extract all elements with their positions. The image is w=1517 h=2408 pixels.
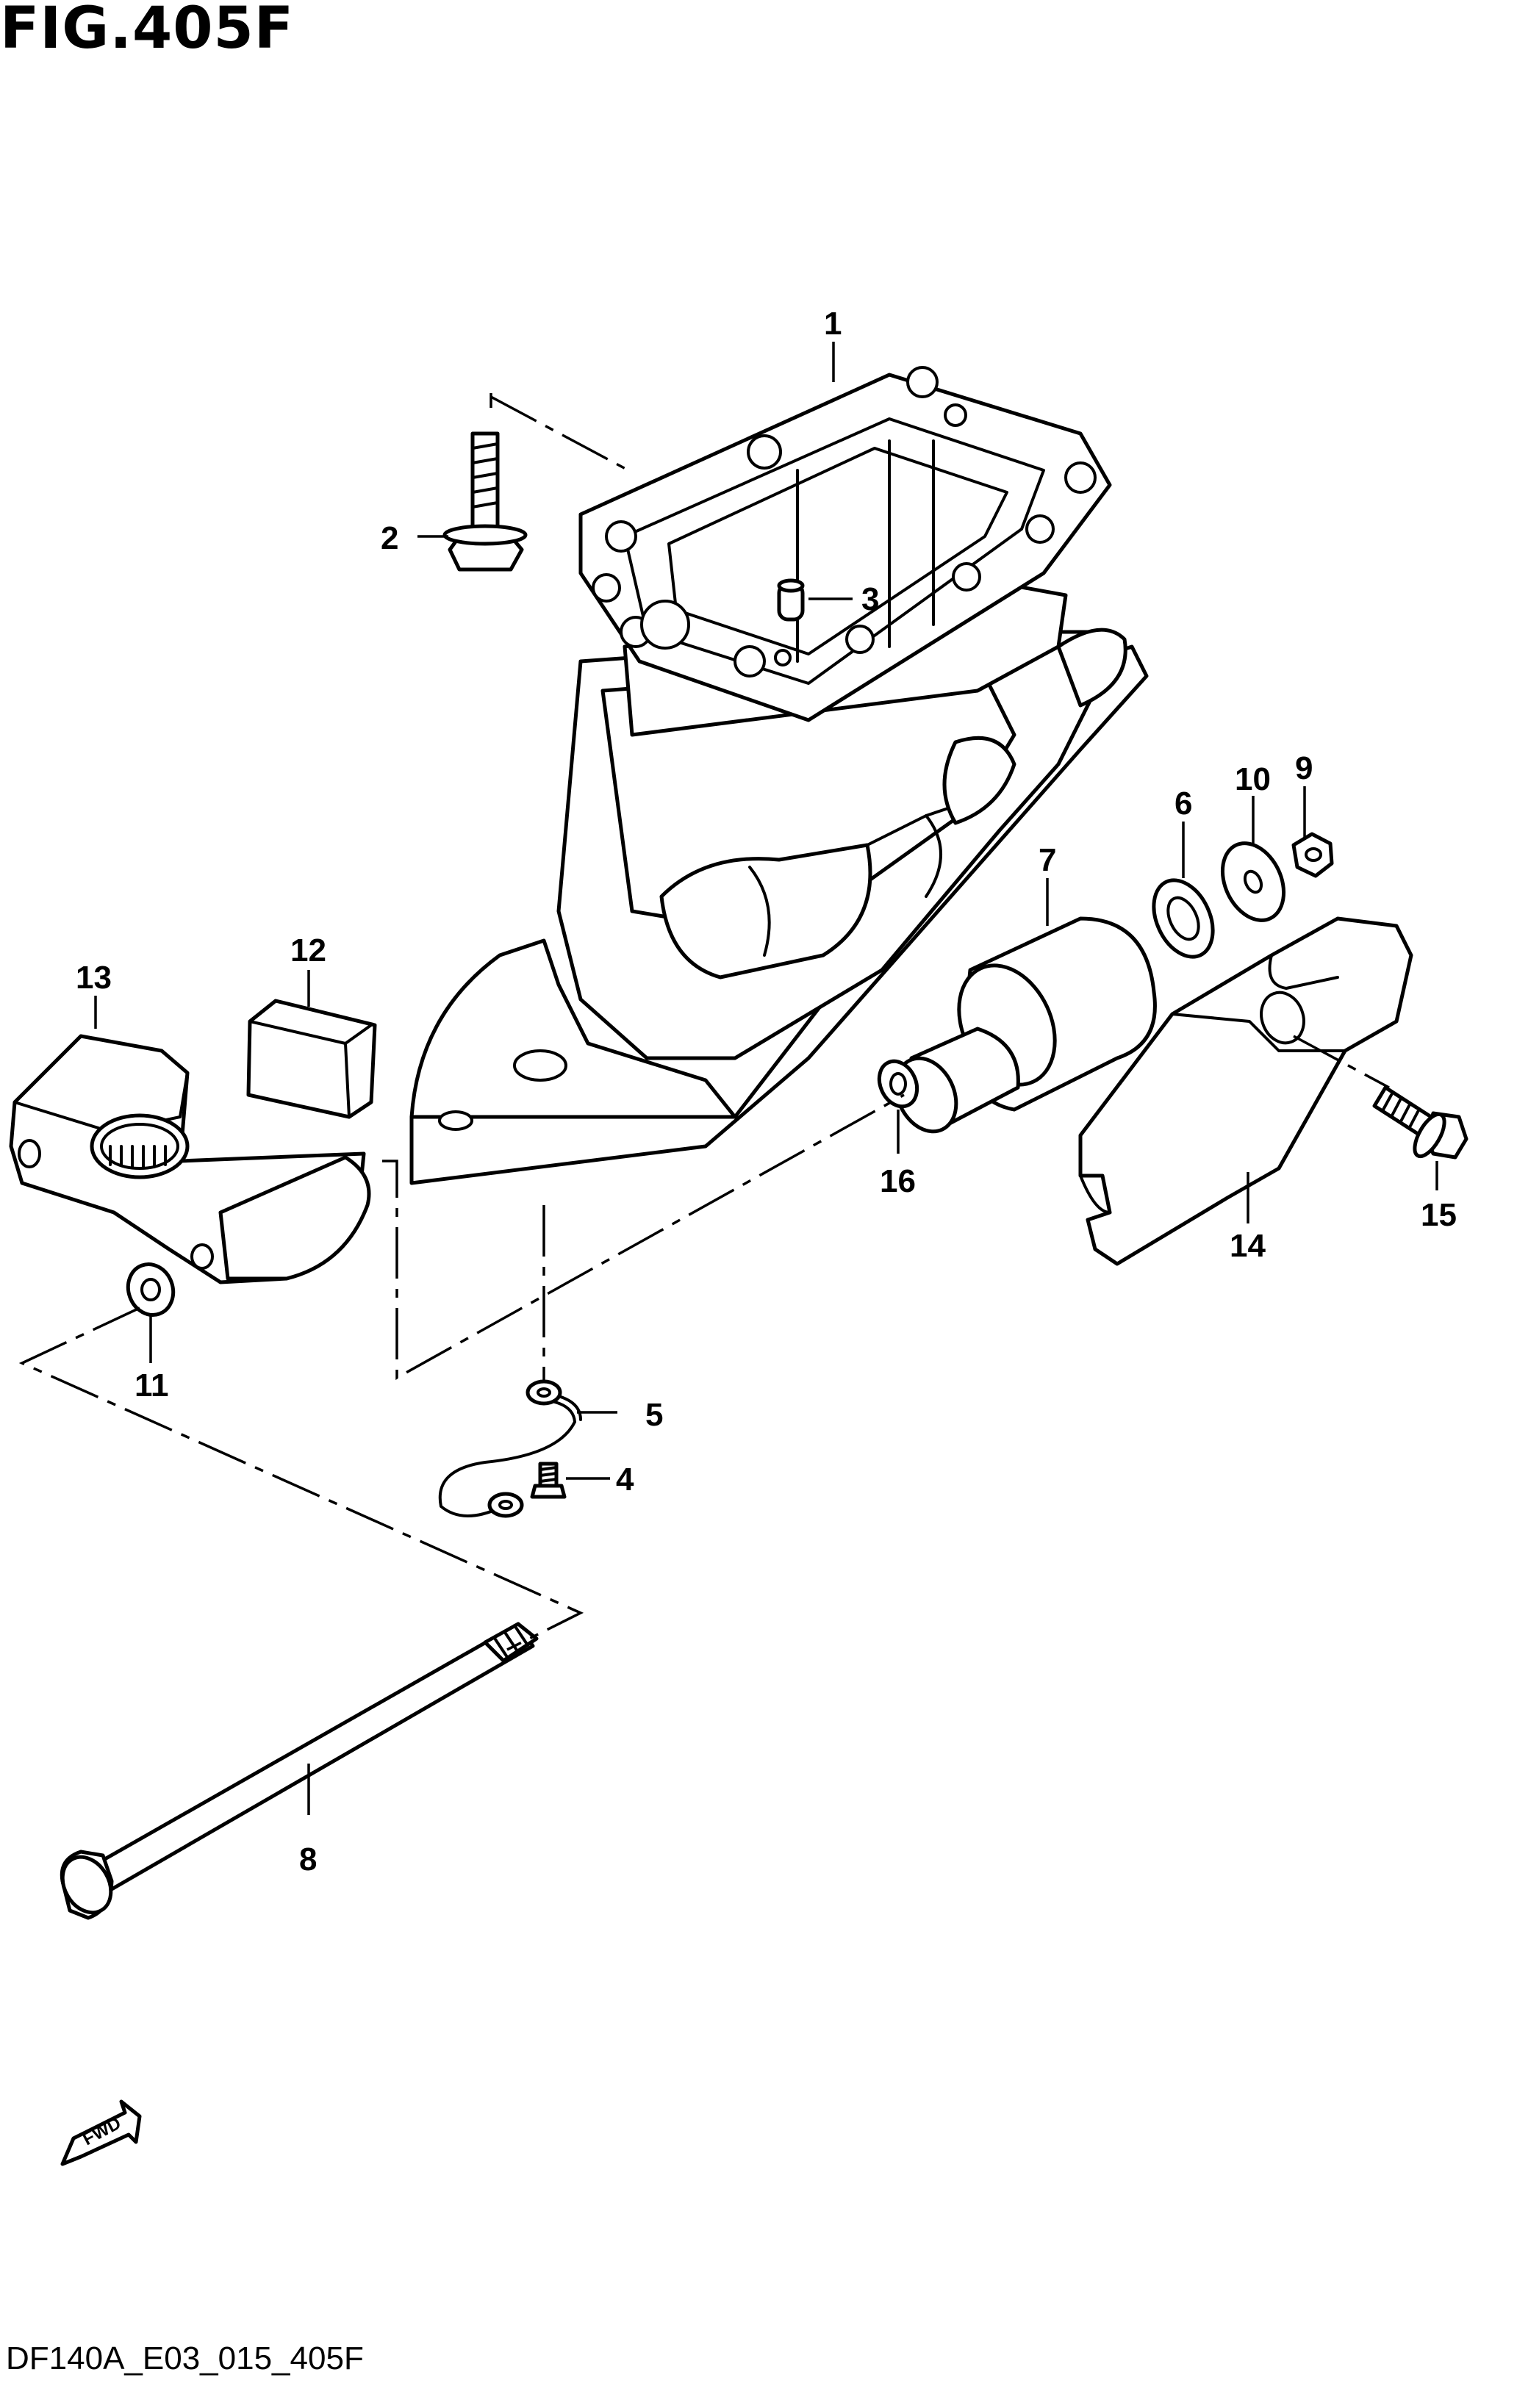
- part-11-washer[interactable]: [121, 1258, 180, 1321]
- callout-12: 12: [290, 932, 326, 968]
- part-2-bolt[interactable]: [442, 431, 528, 572]
- callout-15: 15: [1421, 1197, 1457, 1233]
- part-14-mount-cover[interactable]: [1078, 916, 1413, 1266]
- assembly-dash-lines: [18, 393, 1390, 1651]
- callout-5: 5: [645, 1397, 663, 1433]
- figure-title: FIG.405F: [0, 0, 295, 62]
- part-16-washer[interactable]: [872, 1055, 925, 1113]
- fwd-arrow-icon: [60, 2099, 142, 2166]
- callout-6: 6: [1174, 786, 1192, 822]
- part-5-ground-wire[interactable]: [438, 1379, 582, 1518]
- callout-2: 2: [381, 520, 398, 556]
- part-6-washer[interactable]: [1142, 871, 1224, 966]
- part-12-rubber-pad[interactable]: [246, 999, 377, 1119]
- callout-10: 10: [1235, 761, 1271, 797]
- callout-11: 11: [135, 1367, 169, 1404]
- part-4-screw[interactable]: [530, 1462, 567, 1499]
- callout-3: 3: [861, 581, 879, 617]
- callout-9: 9: [1295, 750, 1313, 786]
- part-7-mount-rubber[interactable]: [885, 916, 1157, 1141]
- part-3-dowel-pin[interactable]: [777, 578, 805, 622]
- callout-leaders: [94, 342, 1438, 1815]
- drawing-code-footer: DF140A_E03_015_405F: [6, 2340, 364, 2376]
- part-1-drive-shaft-housing[interactable]: [409, 366, 1149, 1185]
- callout-7: 7: [1039, 842, 1056, 878]
- callout-labels: 1 2 3 4 5 6 7 8 9 10 11 12 13 14 15 16: [76, 306, 1457, 1877]
- part-15-bolt[interactable]: [1372, 1085, 1468, 1161]
- part-13-lower-mount-bracket[interactable]: [9, 1034, 371, 1284]
- callout-14: 14: [1230, 1228, 1266, 1264]
- part-10-washer[interactable]: [1211, 833, 1295, 930]
- callout-8: 8: [299, 1841, 317, 1877]
- callout-13: 13: [76, 960, 112, 996]
- part-8-long-bolt[interactable]: [53, 1622, 539, 1922]
- callout-16: 16: [880, 1163, 916, 1199]
- callout-4: 4: [616, 1462, 634, 1498]
- part-9-nut[interactable]: [1291, 832, 1334, 878]
- callout-1: 1: [824, 306, 842, 342]
